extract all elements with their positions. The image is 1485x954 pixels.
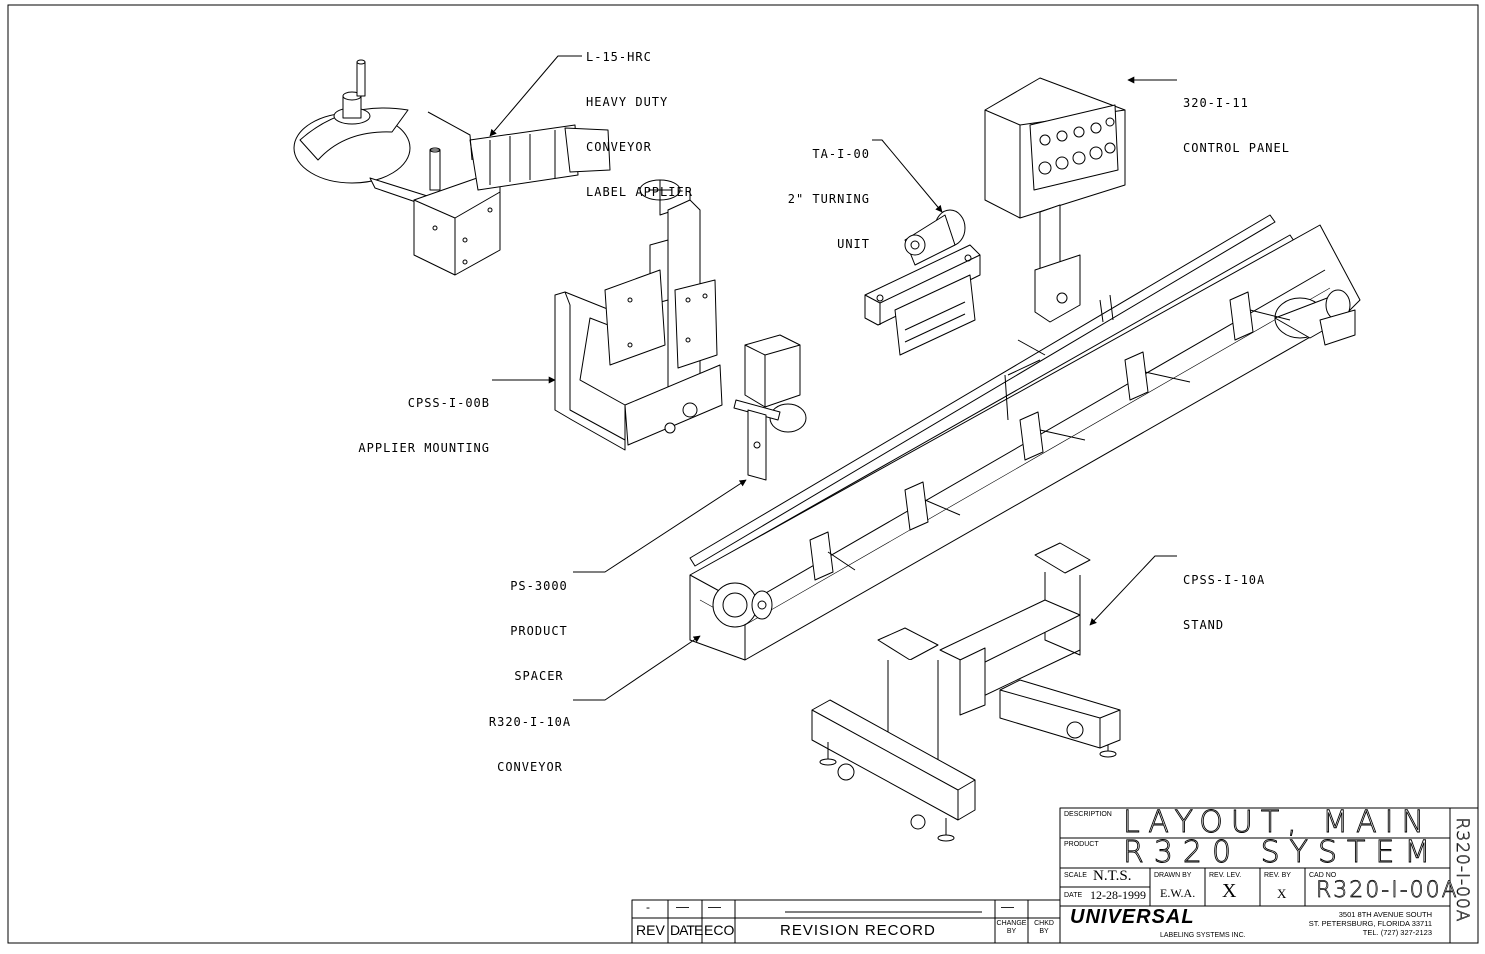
- rev-dash-1: -: [646, 900, 650, 914]
- label-applier-code: L-15-HRC: [586, 50, 652, 64]
- product-label: PRODUCT: [1064, 841, 1099, 848]
- applier-mounting-name: APPLIER MOUNTING: [358, 441, 490, 455]
- label-applier-line-4: LABEL APPLIER: [586, 185, 693, 199]
- control-panel-code: 320-I-11: [1183, 96, 1249, 110]
- company-subtitle: LABELING SYSTEMS INC.: [1160, 932, 1246, 939]
- change-by-header: CHANGE BY: [995, 920, 1028, 936]
- rev-dash-5: —: [1035, 899, 1048, 914]
- rev-dash-4: —: [1001, 899, 1014, 914]
- rev-dash-2: —: [676, 899, 689, 914]
- date-label: DATE: [1064, 892, 1083, 899]
- label-applier-line-3: CONVEYOR: [586, 140, 652, 154]
- callout-turning-unit: TA-I-00 2" TURNING UNIT: [770, 117, 870, 267]
- address-line-1: 3501 8TH AVENUE SOUTH: [1338, 910, 1432, 919]
- date-value: 12-28-1999: [1090, 888, 1146, 902]
- rev-lev-label: REV. LEV.: [1209, 872, 1242, 879]
- applier-mounting-drawing: [554, 179, 723, 451]
- company-logo: UNIVERSAL: [1070, 906, 1195, 929]
- callout-label-applier: L-15-HRC HEAVY DUTY CONVEYOR LABEL APPLI…: [586, 20, 693, 215]
- label-applier-line-2: HEAVY DUTY: [586, 95, 669, 109]
- company-address: 3501 8TH AVENUE SOUTH ST. PETERSBURG, FL…: [1270, 910, 1432, 937]
- date-column-header: DATE: [670, 922, 703, 938]
- turning-unit-line-3: UNIT: [837, 237, 870, 251]
- scale-value: N.T.S.: [1093, 868, 1132, 884]
- eco-column-header: ECO: [704, 922, 735, 938]
- callout-applier-mounting: CPSS-I-00B APPLIER MOUNTING: [330, 366, 490, 471]
- address-line-3: TEL. (727) 327-2123: [1362, 928, 1432, 937]
- conveyor-drawing: [689, 214, 1361, 661]
- chkd-by-line-1: CHKD: [1034, 920, 1054, 927]
- conveyor-code: R320-I-10A: [488, 715, 572, 729]
- callout-stand: CPSS-I-10A STAND: [1183, 543, 1265, 648]
- conveyor-name: CONVEYOR: [497, 760, 563, 774]
- product-spacer-drawing: [733, 334, 807, 481]
- scale-label: SCALE: [1064, 872, 1087, 879]
- stand-drawing: [811, 542, 1121, 842]
- cad-no-label: CAD NO: [1309, 872, 1337, 879]
- chkd-by-header: CHKD BY: [1028, 920, 1060, 936]
- leader-lines: [489, 55, 1177, 701]
- callout-control-panel: 320-I-11 CONTROL PANEL: [1183, 66, 1290, 171]
- product-spacer-code: PS-3000: [510, 579, 568, 593]
- label-applier-drawing: [293, 59, 611, 276]
- callout-conveyor: R320-I-10A CONVEYOR: [480, 685, 580, 790]
- rev-column-header: REV: [636, 922, 665, 938]
- rev-by-value: X: [1277, 886, 1287, 901]
- applier-mounting-code: CPSS-I-00B: [407, 396, 490, 410]
- company-logo-text: UNIVERSAL: [1070, 906, 1195, 928]
- turning-unit-line-2: 2" TURNING: [787, 192, 870, 206]
- address-line-2: ST. PETERSBURG, FLORIDA 33711: [1308, 919, 1432, 928]
- stand-code: CPSS-I-10A: [1183, 573, 1266, 587]
- control-panel-drawing: [984, 77, 1126, 323]
- chkd-by-line-2: BY: [1039, 928, 1049, 935]
- turning-unit-drawing: [864, 209, 981, 356]
- product-spacer-line-3: SPACER: [514, 669, 564, 683]
- description-label: DESCRIPTION: [1064, 811, 1112, 818]
- change-by-line-1: CHANGE: [996, 920, 1027, 927]
- rev-lev-value: X: [1222, 880, 1237, 902]
- rev-by-label: REV. BY: [1264, 872, 1291, 879]
- stand-name: STAND: [1183, 618, 1225, 632]
- callout-product-spacer: PS-3000 PRODUCT SPACER: [495, 549, 583, 699]
- product-spacer-line-2: PRODUCT: [510, 624, 568, 638]
- revision-record-title: REVISION RECORD: [780, 922, 936, 939]
- drawn-by-value: E.W.A.: [1160, 886, 1196, 900]
- side-drawing-number: R320-I-00A: [1452, 817, 1473, 923]
- rev-dash-3: —: [708, 899, 721, 914]
- turning-unit-code: TA-I-00: [812, 147, 870, 161]
- change-by-line-2: BY: [1006, 928, 1017, 935]
- product-value: R320 SYSTEM: [1123, 835, 1441, 870]
- cad-no-value: R320-I-00A: [1316, 878, 1459, 904]
- description-value: LAYOUT, MAIN: [1123, 805, 1432, 840]
- drawn-by-label: DRAWN BY: [1154, 872, 1192, 879]
- title-block-grid: [631, 807, 1479, 944]
- control-panel-name: CONTROL PANEL: [1183, 141, 1290, 155]
